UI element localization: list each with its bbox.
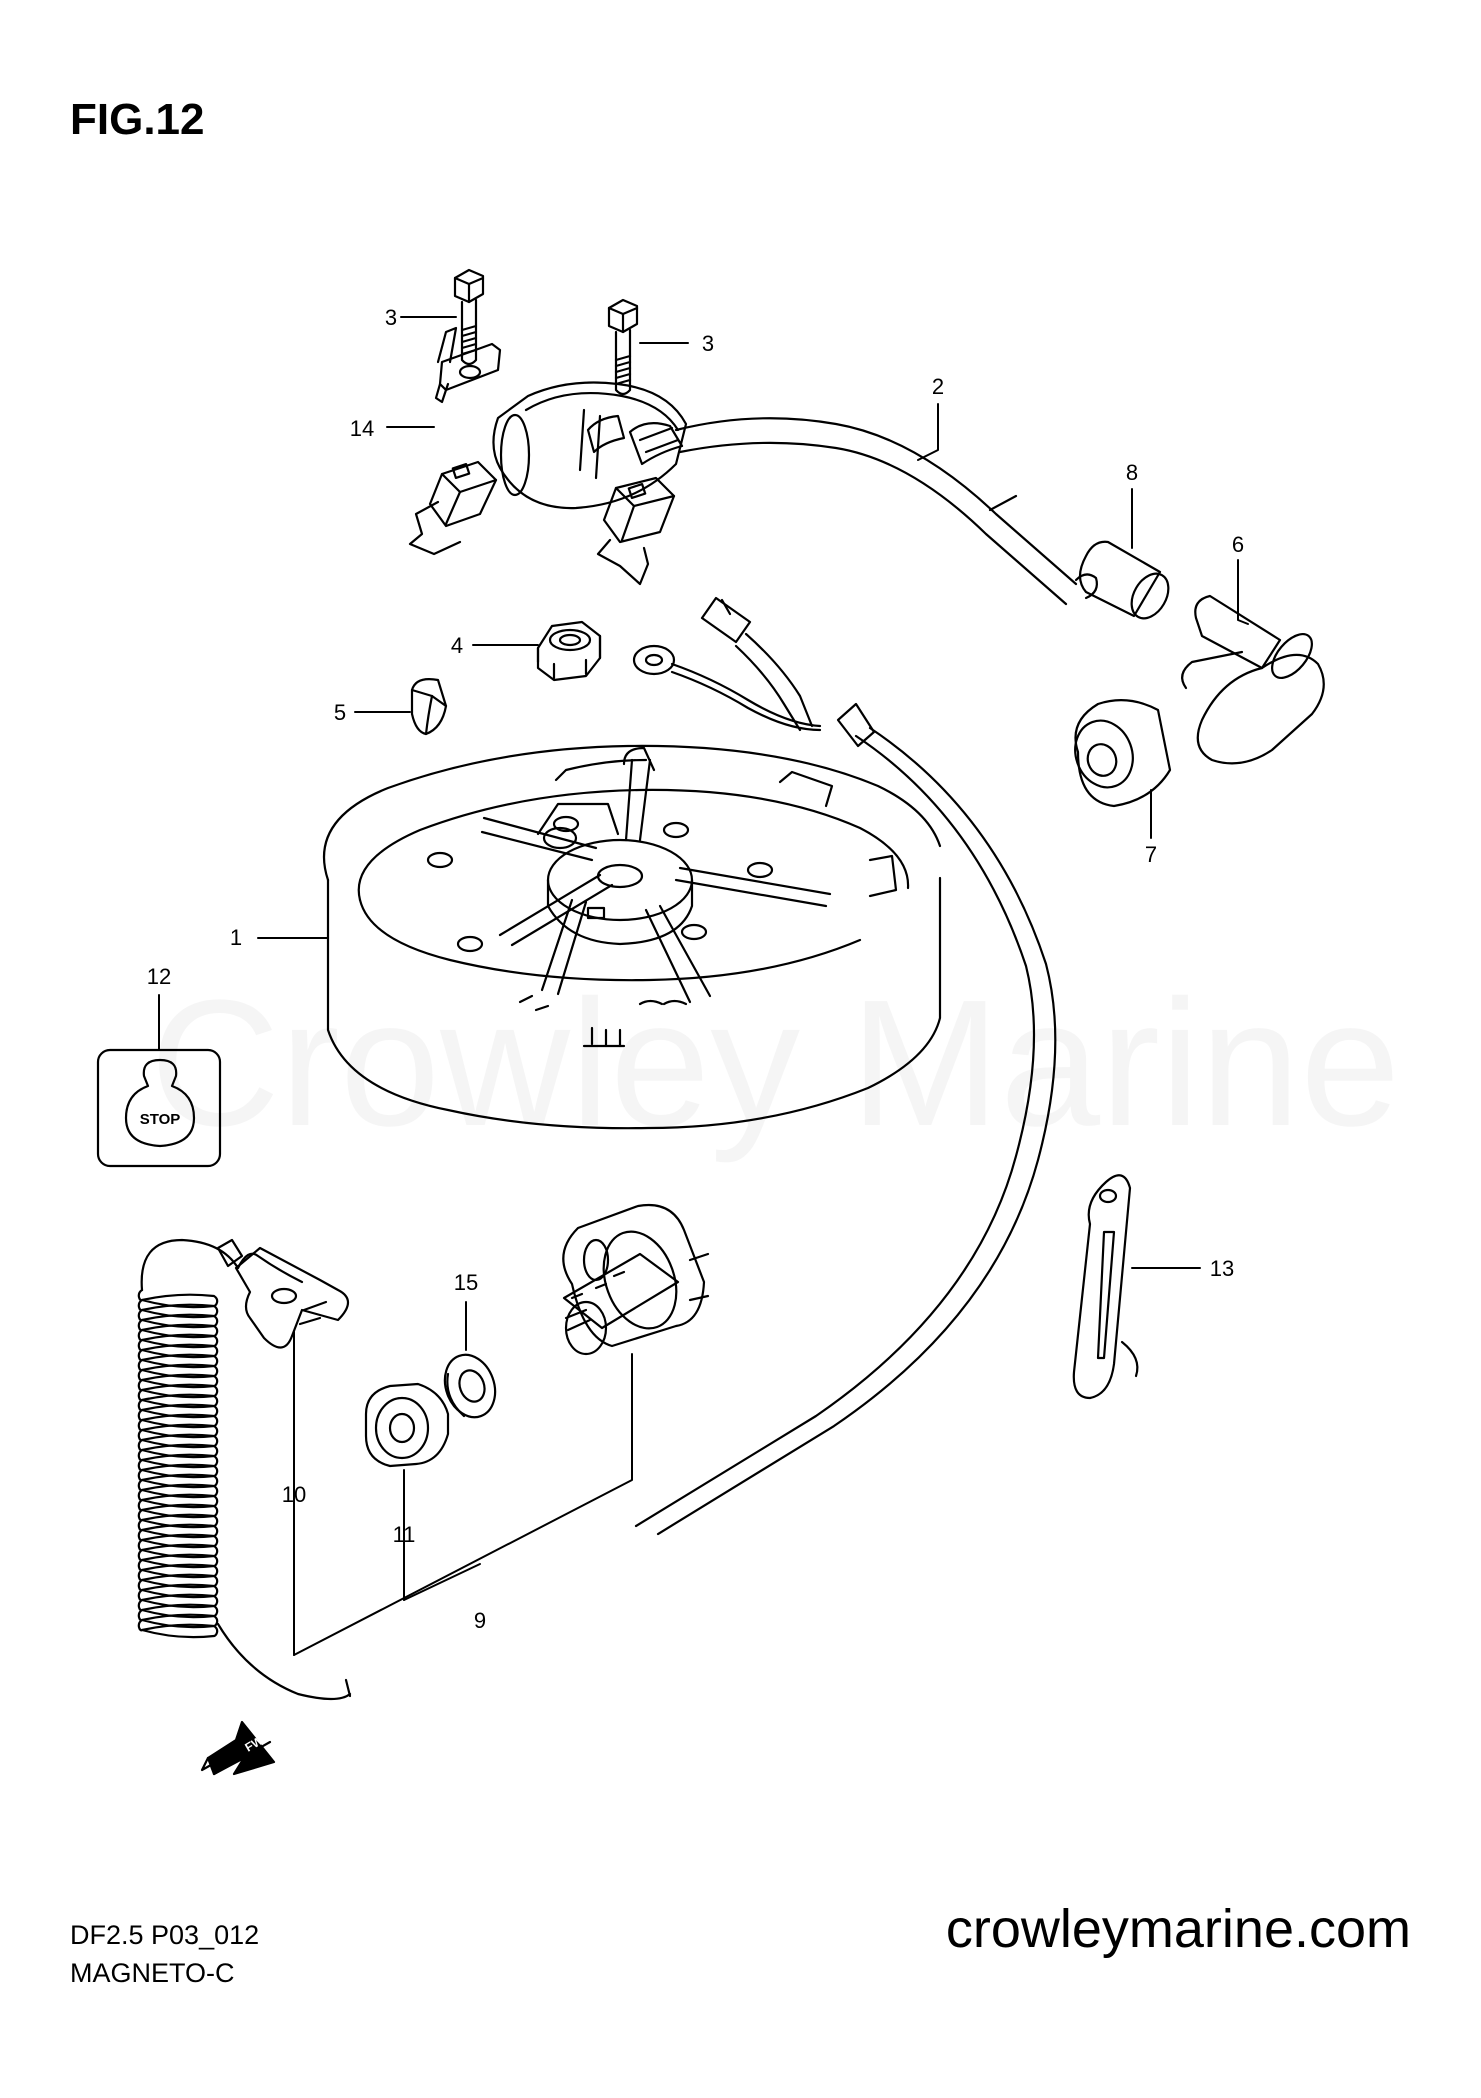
switch-nut-part: [364, 1382, 450, 1468]
figure-title: FIG.12: [70, 95, 205, 144]
callout-11: 11: [393, 1522, 416, 1547]
washer-part: [443, 1353, 497, 1419]
callout-2: 2: [932, 374, 944, 399]
model-code: DF2.5 P03_012: [70, 1920, 260, 1950]
website-link[interactable]: crowleymarine.com: [945, 1899, 1411, 1959]
leader-lines: [158, 316, 1249, 1656]
callout-5: 5: [334, 700, 346, 725]
plug-cap-part: [1181, 594, 1325, 765]
forward-arrow-icon: [200, 1720, 276, 1776]
callout-3a: 3: [385, 305, 397, 330]
callout-4: 4: [451, 633, 463, 658]
cable-sleeve-part: [1078, 540, 1170, 620]
wire-clamp-part: [1072, 1174, 1139, 1400]
section-name: MAGNETO-C: [70, 1958, 235, 1988]
bracket-part: [434, 326, 502, 404]
callout-12: 12: [147, 964, 171, 989]
callout-9: 9: [474, 1608, 486, 1633]
lanyard-part: [137, 1238, 352, 1701]
callout-6: 6: [1232, 532, 1244, 557]
bolt-left: [453, 268, 485, 366]
callout-13: 13: [1210, 1256, 1234, 1281]
plug-cap-cover-part: [1074, 699, 1172, 808]
callout-14: 14: [350, 416, 374, 441]
callout-7: 7: [1145, 842, 1157, 867]
ignition-coil-part: [408, 381, 688, 586]
flywheel-part: [323, 744, 942, 1130]
callout-3b: 3: [702, 331, 714, 356]
woodruff-key-part: [410, 678, 448, 736]
callout-8: 8: [1126, 460, 1138, 485]
flywheel-nut-part: [536, 620, 602, 682]
callout-1: 1: [230, 925, 242, 950]
stop-switch-lead: [632, 596, 1057, 1536]
stop-switch-icon: STOP: [140, 1111, 181, 1128]
stop-label-part: [96, 1048, 222, 1168]
stop-switch-part: [562, 1203, 710, 1356]
bolt-right: [607, 298, 639, 396]
callout-10: 10: [282, 1482, 306, 1507]
high-tension-cable: [674, 417, 1098, 606]
callout-15: 15: [454, 1270, 478, 1295]
callout-labels: 1 2 3 3 4 5 6 7 8 9 10 11 12 13 14 15: [147, 305, 1244, 1633]
